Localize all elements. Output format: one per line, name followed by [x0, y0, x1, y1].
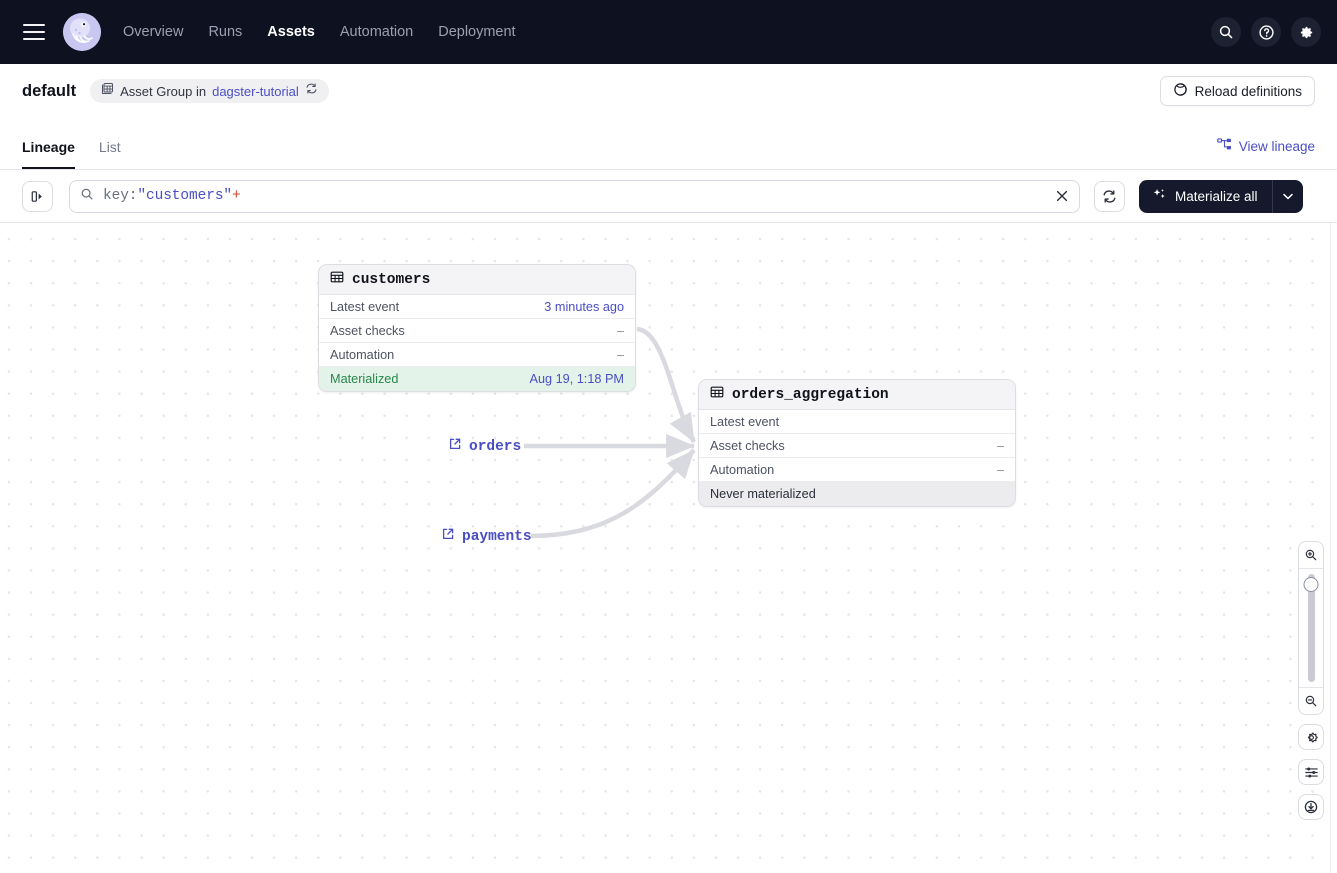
asset-node-row-automation: Automation –: [699, 458, 1015, 482]
reload-definitions-icon: [1173, 82, 1188, 100]
external-asset-payments[interactable]: payments: [441, 527, 532, 546]
status-timestamp[interactable]: Aug 19, 1:18 PM: [529, 372, 624, 386]
download-center-icon[interactable]: [1298, 794, 1324, 820]
row-value: –: [616, 347, 624, 362]
vertical-scrollbar[interactable]: [1330, 223, 1337, 873]
materialize-all-button[interactable]: Materialize all: [1139, 179, 1273, 213]
nav-link-automation[interactable]: Automation: [339, 24, 414, 40]
view-lineage-link[interactable]: View lineage: [1216, 138, 1315, 155]
edge-payments-to-orders-aggregation: [530, 448, 696, 539]
expand-panel-icon[interactable]: [22, 180, 53, 212]
page-title: default: [22, 81, 77, 100]
dagster-logo[interactable]: [63, 13, 101, 51]
chevron-down-icon[interactable]: [1273, 180, 1303, 213]
slider-track: [1307, 574, 1315, 682]
asset-node-status-materialized: Materialized Aug 19, 1:18 PM: [319, 367, 635, 391]
asset-node-orders-aggregation[interactable]: orders_aggregation Latest event Asset ch…: [698, 379, 1016, 507]
row-label: Asset checks: [330, 323, 405, 338]
asset-node-header: orders_aggregation: [699, 380, 1015, 410]
table-icon: [330, 270, 344, 289]
search-icon: [80, 187, 94, 206]
breadcrumb-bar: default Asset Group in dagster-tutorial: [0, 64, 1337, 118]
asset-group-label: Asset Group in: [120, 83, 207, 99]
divider: [1299, 687, 1323, 688]
asset-node-title: orders_aggregation: [732, 386, 889, 403]
edge-customers-to-orders-aggregation: [636, 326, 696, 444]
table-icon: [710, 385, 724, 404]
view-lineage-label: View lineage: [1238, 139, 1315, 154]
repository-link[interactable]: dagster-tutorial: [212, 83, 299, 99]
graph-toolbar: key:"customers"+: [0, 170, 1337, 223]
asset-node-row-asset-checks: Asset checks –: [319, 319, 635, 343]
row-label: Automation: [330, 347, 395, 362]
query-value: "customers": [137, 188, 233, 204]
nav-link-overview[interactable]: Overview: [123, 24, 184, 40]
zoom-out-icon[interactable]: [1299, 688, 1323, 714]
zoom-controls: [1298, 541, 1324, 820]
refresh-icon[interactable]: [1094, 180, 1125, 212]
gear-icon[interactable]: [1291, 17, 1321, 47]
query-operator: +: [232, 188, 241, 204]
lineage-graph-icon: [1216, 138, 1232, 155]
search-icon[interactable]: [1211, 17, 1241, 47]
help-icon[interactable]: [1251, 17, 1281, 47]
tab-list: Lineage List: [22, 139, 121, 169]
asset-node-title: customers: [352, 271, 431, 288]
zoom-in-icon[interactable]: [1299, 542, 1323, 568]
row-value: –: [996, 462, 1004, 477]
reload-definitions-button[interactable]: Reload definitions: [1159, 76, 1315, 106]
search-query: key:"customers"+: [103, 188, 241, 204]
status-badge: Never materialized: [710, 487, 816, 501]
tab-list[interactable]: List: [98, 139, 121, 155]
hamburger-icon[interactable]: [23, 24, 45, 40]
asset-node-customers[interactable]: customers Latest event 3 minutes ago Ass…: [318, 264, 636, 392]
asset-node-row-latest-event: Latest event: [699, 410, 1015, 434]
asset-group-pill[interactable]: Asset Group in dagster-tutorial: [90, 79, 329, 103]
row-label: Automation: [710, 462, 775, 477]
materialize-all-label: Materialize all: [1175, 188, 1258, 204]
nav-link-deployment[interactable]: Deployment: [438, 24, 516, 40]
tab-bar: Lineage List View lineage: [0, 118, 1337, 170]
search-input[interactable]: key:"customers"+: [69, 179, 1080, 213]
row-label: Latest event: [330, 299, 400, 314]
asset-node-status-never-materialized: Never materialized: [699, 482, 1015, 506]
top-navigation-bar: Overview Runs Assets Automation Deployme…: [0, 0, 1337, 64]
close-icon[interactable]: [1053, 187, 1071, 205]
divider: [1299, 568, 1323, 569]
lineage-graph-canvas[interactable]: customers Latest event 3 minutes ago Ass…: [0, 223, 1337, 873]
zoom-slider-box: [1298, 541, 1324, 715]
row-value[interactable]: 3 minutes ago: [544, 299, 624, 314]
external-asset-label: payments: [462, 528, 532, 545]
asset-node-header: customers: [319, 265, 635, 295]
status-badge: Materialized: [330, 372, 399, 386]
reload-icon[interactable]: [305, 82, 318, 100]
gear-icon[interactable]: [1298, 724, 1324, 750]
row-value: –: [616, 323, 624, 338]
nav-link-assets[interactable]: Assets: [267, 24, 315, 40]
materialize-all-group: Materialize all: [1139, 179, 1303, 213]
row-value: –: [996, 438, 1004, 453]
asset-group-icon: [101, 82, 114, 100]
external-link-icon: [448, 437, 462, 456]
asset-node-row-asset-checks: Asset checks –: [699, 434, 1015, 458]
slider-knob[interactable]: [1303, 577, 1319, 592]
query-key: key:: [103, 188, 138, 204]
nav-links: Overview Runs Assets Automation Deployme…: [123, 24, 516, 40]
tab-lineage[interactable]: Lineage: [22, 139, 75, 169]
sparkle-icon: [1152, 187, 1167, 205]
asset-node-row-automation: Automation –: [319, 343, 635, 367]
nav-link-runs[interactable]: Runs: [208, 24, 243, 40]
row-label: Asset checks: [710, 438, 785, 453]
graph-edges: [524, 326, 696, 539]
row-label: Latest event: [710, 414, 780, 429]
external-asset-label: orders: [469, 438, 522, 455]
external-asset-orders[interactable]: orders: [448, 437, 521, 456]
zoom-slider[interactable]: [1299, 569, 1323, 687]
sliders-icon[interactable]: [1298, 759, 1324, 785]
asset-node-row-latest-event: Latest event 3 minutes ago: [319, 295, 635, 319]
external-link-icon: [441, 527, 455, 546]
nav-actions: [1211, 0, 1321, 64]
reload-definitions-label: Reload definitions: [1194, 83, 1302, 99]
